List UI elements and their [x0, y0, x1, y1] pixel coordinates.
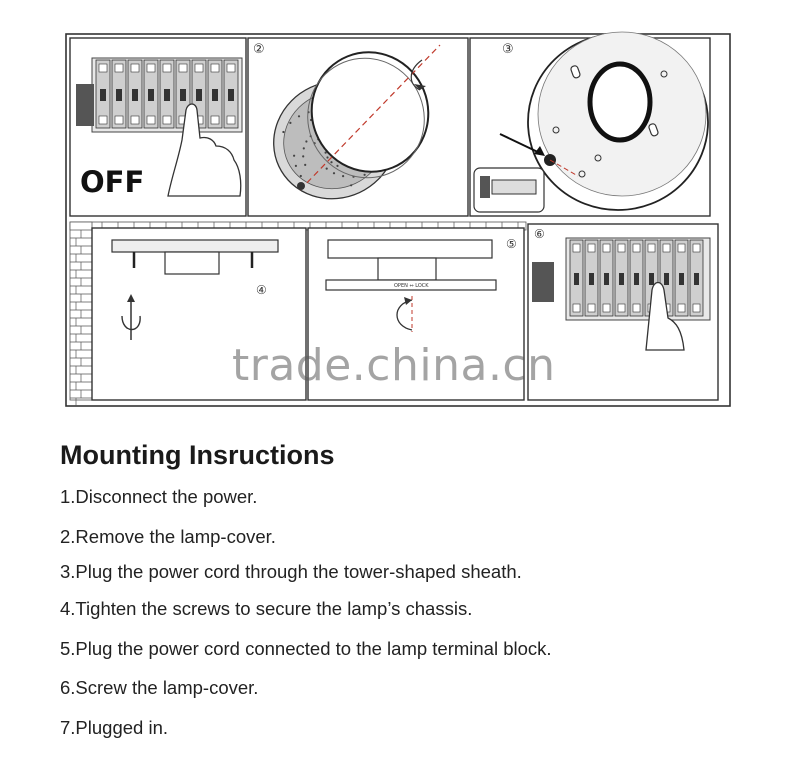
panel-6-power-on: ⑥ [527, 223, 719, 401]
panel-5-number: ⑤ [506, 237, 517, 251]
brick-wall [69, 221, 527, 406]
panel-4-tighten-screws: ④ [91, 227, 307, 401]
installation-diagram: OFF ② ③ [65, 31, 731, 407]
step-3: 3.Plug the power cord through the tower-… [60, 561, 522, 582]
step-7: 7.Plugged in. [60, 717, 169, 738]
step-1: 1.Disconnect the power. [60, 486, 258, 507]
panel-4-number: ④ [256, 283, 267, 297]
panel-6-number: ⑥ [534, 227, 545, 241]
panel-3-plug-cord: ③ [469, 31, 711, 217]
panel-5-terminal-block: ⑤ OPEN ⇔ LOCK [307, 227, 525, 401]
step-6: 6.Screw the lamp-cover. [60, 677, 259, 698]
step-5: 5.Plug the power cord connected to the l… [60, 638, 552, 659]
off-label: OFF [80, 165, 144, 199]
panel-2-number: ② [253, 42, 265, 57]
step-2: 2.Remove the lamp-cover. [60, 526, 276, 547]
panel-2-remove-cover: ② [247, 37, 469, 217]
open-lock-label: OPEN ⇔ LOCK [394, 283, 429, 289]
panel-1-breaker-off: OFF [69, 37, 247, 217]
instructions-title: Mounting Insructions [60, 440, 335, 470]
panel-3-number: ③ [502, 42, 514, 57]
step-4: 4.Tighten the screws to secure the lamp’… [60, 598, 473, 619]
